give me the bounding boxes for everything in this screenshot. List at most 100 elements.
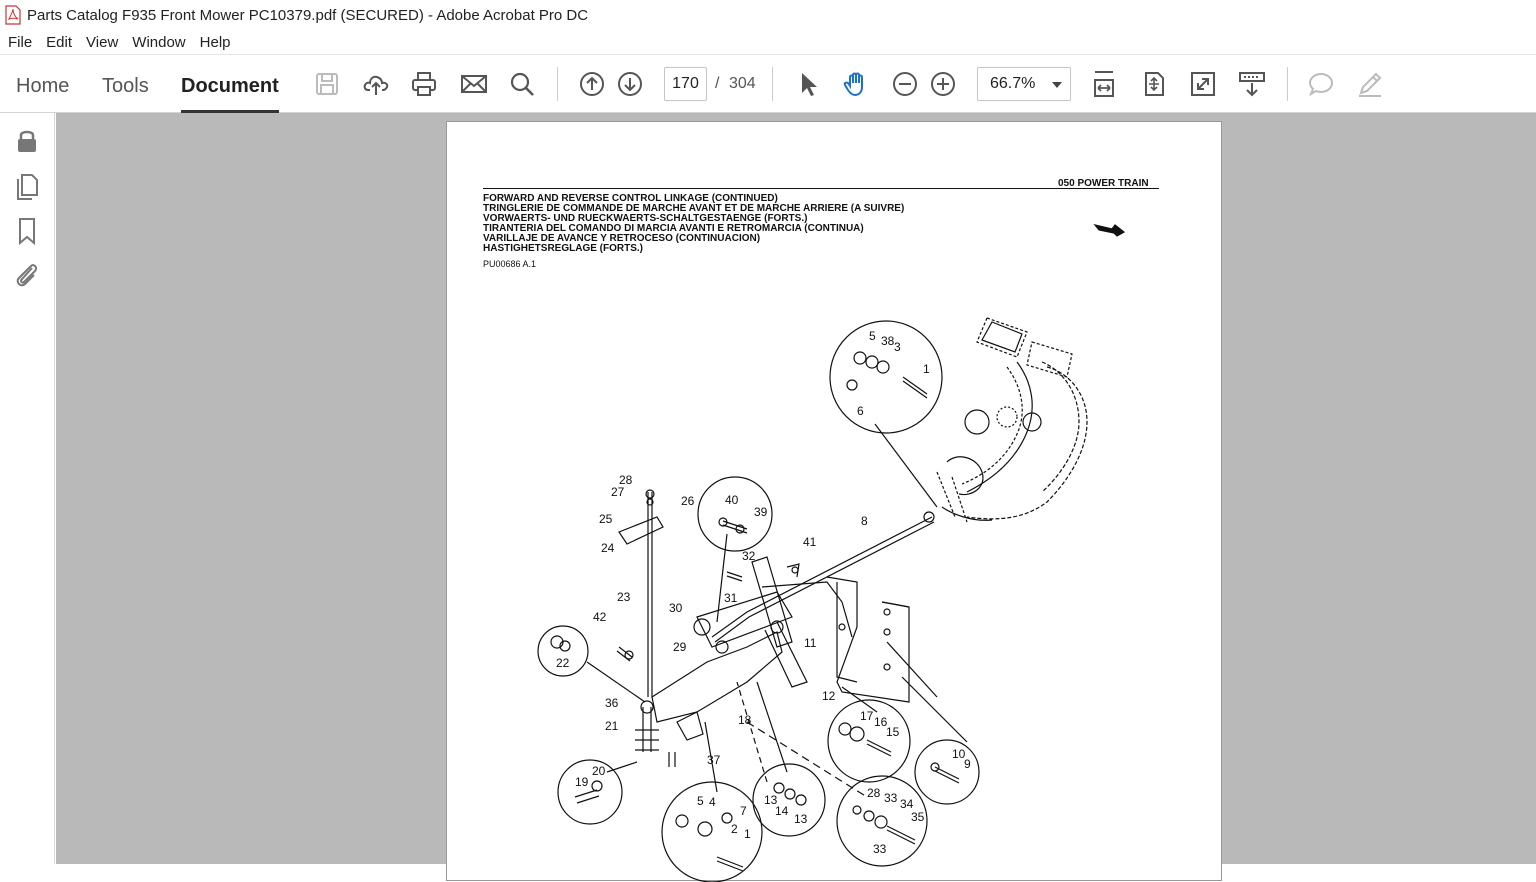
comment-button[interactable] — [1304, 67, 1338, 101]
callout-number: 27 — [611, 485, 625, 499]
page-title-fr: TRINGLERIE DE COMMANDE DE MARCHE AVANT E… — [483, 203, 905, 214]
reference-code: PU00686 A.1 — [483, 259, 537, 269]
menu-view[interactable]: View — [86, 33, 119, 51]
toolbar: Home Tools Document 170 / 304 66.7% — [0, 54, 1536, 113]
callout-number: 37 — [707, 753, 721, 767]
callout-number: 41 — [803, 535, 817, 549]
tab-tools[interactable]: Tools — [102, 75, 149, 97]
hand-tool-button[interactable] — [839, 67, 873, 101]
callout-number: 38 — [881, 334, 895, 348]
callout-number: 19 — [575, 775, 589, 789]
callout-number: 25 — [599, 512, 613, 526]
search-button[interactable] — [505, 67, 539, 101]
cloud-upload-button[interactable] — [359, 67, 393, 101]
print-button[interactable] — [407, 67, 441, 101]
header-rule — [483, 188, 1159, 189]
zoom-level-select[interactable]: 66.7% — [977, 67, 1071, 101]
menu-help[interactable]: Help — [199, 33, 231, 51]
callout-number: 2 — [731, 822, 738, 836]
menu-bar: File Edit View Window Help — [0, 30, 1536, 54]
tab-home[interactable]: Home — [16, 75, 70, 97]
page-title-en: FORWARD AND REVERSE CONTROL LINKAGE (CON… — [483, 193, 778, 204]
fit-page-icon — [1145, 72, 1164, 96]
callout-number: 5 — [697, 794, 704, 808]
callout-number: 28 — [619, 473, 633, 487]
callout-number: 13 — [794, 812, 808, 826]
paperclip-icon[interactable] — [12, 259, 42, 289]
pdf-file-icon — [5, 5, 21, 25]
callout-number: 18 — [738, 713, 752, 727]
hand-icon — [843, 72, 863, 97]
section-heading: 050 POWER TRAIN — [1058, 178, 1149, 189]
scroll-mode-button[interactable] — [1235, 67, 1269, 101]
callout-number: 24 — [601, 541, 615, 555]
arrow-up-icon — [580, 72, 604, 96]
callout-number: 21 — [605, 719, 619, 733]
callout-number: 4 — [709, 795, 716, 809]
callout-number: 1 — [923, 362, 930, 376]
full-screen-button[interactable] — [1186, 67, 1220, 101]
window-title: Parts Catalog F935 Front Mower PC10379.p… — [27, 6, 589, 24]
select-tool-button[interactable] — [791, 67, 825, 101]
menu-edit[interactable]: Edit — [46, 33, 73, 51]
left-navigation-panel — [0, 113, 55, 864]
zoom-out-icon — [893, 72, 917, 96]
callout-number: 11 — [804, 636, 817, 650]
callout-number: 23 — [617, 590, 631, 604]
arrow-down-icon — [618, 72, 642, 96]
callout-number: 7 — [740, 804, 747, 818]
callout-number: 35 — [911, 810, 925, 824]
page-number-input[interactable]: 170 — [664, 67, 707, 101]
pdf-page: 050 POWER TRAIN FORWARD AND REVERSE CONT… — [446, 121, 1222, 882]
scroll-icon — [1239, 72, 1265, 97]
lock-icon[interactable] — [12, 125, 42, 155]
callout-number: 30 — [669, 601, 683, 615]
previous-page-button[interactable] — [575, 67, 609, 101]
pages-thumbnail-icon[interactable] — [12, 171, 42, 201]
callout-number: 34 — [900, 797, 914, 811]
save-button[interactable] — [310, 67, 344, 101]
pen-icon — [1359, 72, 1382, 97]
zoom-in-button[interactable] — [926, 67, 960, 101]
bookmark-icon[interactable] — [12, 216, 42, 246]
menu-window[interactable]: Window — [132, 33, 186, 51]
mail-icon — [461, 75, 487, 93]
page-title-it: TIRANTERIA DEL COMANDO DI MARCIA AVANTI … — [483, 223, 864, 234]
callout-number: 3 — [894, 340, 901, 354]
callout-number: 17 — [860, 709, 874, 723]
callout-number: 28 — [867, 786, 881, 800]
callout-number: 22 — [556, 656, 570, 670]
page-title-es: VARILLAJE DE AVANCE Y RETROCESO (CONTINU… — [483, 233, 761, 244]
callout-number: 36 — [605, 696, 619, 710]
callout-number: 26 — [681, 494, 695, 508]
title-bar: Parts Catalog F935 Front Mower PC10379.p… — [0, 0, 1536, 30]
callout-number: 29 — [673, 640, 687, 654]
page-title-de: VORWAERTS- UND RUECKWAERTS-SCHALTGESTAEN… — [483, 213, 808, 224]
comment-icon — [1308, 72, 1334, 97]
zoom-level-value: 66.7% — [990, 75, 1036, 92]
callout-number: 14 — [775, 804, 789, 818]
fit-width-button[interactable] — [1087, 67, 1121, 101]
next-page-button[interactable] — [613, 67, 647, 101]
fit-page-button[interactable] — [1137, 67, 1171, 101]
callout-number: 39 — [754, 505, 768, 519]
callout-number: 1 — [744, 827, 751, 841]
callout-number: 15 — [886, 725, 900, 739]
callout-number: 16 — [874, 715, 888, 729]
email-button[interactable] — [457, 67, 491, 101]
page-separator: / — [715, 75, 720, 92]
callout-number: 10 — [952, 747, 966, 761]
sign-button[interactable] — [1353, 67, 1387, 101]
zoom-out-button[interactable] — [888, 67, 922, 101]
cloud-upload-icon — [363, 75, 389, 95]
print-icon — [412, 72, 436, 96]
callout-number: 33 — [884, 791, 898, 805]
callout-number: 40 — [725, 493, 739, 507]
tab-document[interactable]: Document — [181, 75, 279, 113]
callout-number: 5 — [869, 329, 876, 343]
search-icon — [510, 72, 534, 96]
callout-number: 9 — [964, 757, 971, 771]
menu-file[interactable]: File — [8, 33, 33, 51]
toolbar-separator — [1287, 67, 1288, 101]
